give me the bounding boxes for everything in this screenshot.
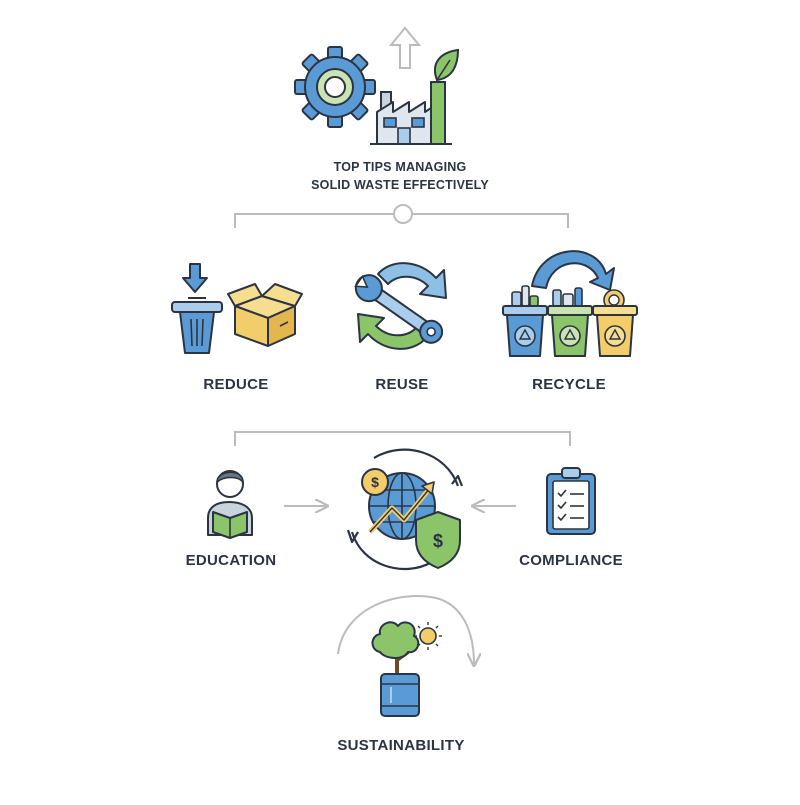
blue-recycle-bin-icon	[502, 305, 548, 357]
gear-icon	[294, 46, 376, 128]
curved-arrow-icon	[531, 250, 615, 291]
wrench-cycle-icon	[354, 262, 447, 350]
recycling-bins-icon	[502, 250, 638, 357]
trash-bin-box-icon	[171, 263, 303, 354]
middle-connector	[234, 431, 571, 446]
label-reuse: REUSE	[375, 376, 429, 393]
label-sustainability: SUSTAINABILITY	[337, 737, 465, 754]
curved-arrow-bottom	[337, 595, 474, 664]
green-recycle-bin-icon	[547, 305, 593, 357]
svg-text:$: $	[371, 474, 379, 490]
cycle-ring-icon	[346, 448, 464, 571]
globe-growth-shield-icon: $ $	[346, 448, 464, 571]
label-compliance: COMPLIANCE	[519, 552, 623, 569]
factory-gear-leaf-icon	[294, 26, 460, 145]
title-line-2: SOLID WASTE EFFECTIVELY	[311, 178, 489, 192]
cardboard-box-icon	[227, 283, 303, 347]
cycle-arrow-bottom-icon	[357, 313, 427, 350]
title-line-1: TOP TIPS MANAGING	[333, 160, 467, 174]
trash-bin-icon	[171, 297, 223, 354]
wrench-icon	[354, 274, 444, 344]
yellow-recycle-bin-icon	[592, 305, 638, 357]
barrel-icon	[380, 673, 420, 717]
shield-icon: $	[415, 511, 461, 569]
student-reading-icon	[207, 470, 253, 539]
top-connector	[234, 204, 569, 228]
leaf-icon	[434, 48, 460, 82]
label-reduce: REDUCE	[203, 376, 269, 393]
cycle-arrow-top-icon	[377, 262, 447, 299]
label-education: EDUCATION	[185, 552, 277, 569]
up-arrow-icon	[388, 26, 422, 69]
tree-sun-barrel-icon	[371, 621, 442, 717]
growth-arrow-icon	[368, 481, 435, 534]
label-recycle: RECYCLE	[532, 376, 606, 393]
page-title: TOP TIPS MANAGING SOLID WASTE EFFECTIVEL…	[311, 158, 489, 194]
down-arrow-icon	[182, 263, 208, 293]
clipboard-checklist-icon	[546, 467, 596, 535]
coin-icon: $	[361, 468, 389, 496]
svg-text:$: $	[433, 531, 443, 551]
tree-icon	[371, 621, 420, 676]
factory-icon	[370, 48, 460, 145]
